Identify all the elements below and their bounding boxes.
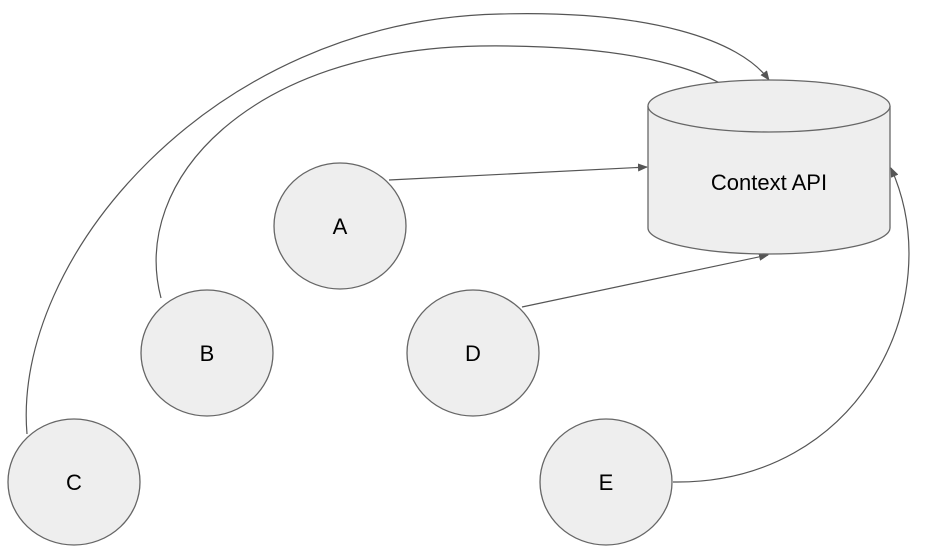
edge-c-to-context-api [25,13,770,435]
node-a-label: A [333,214,348,239]
node-e-circle [539,418,673,546]
node-c: C [7,418,141,546]
node-d-label: D [465,341,481,366]
node-c-circle [7,418,141,546]
node-a-circle [273,162,407,290]
node-d: D [406,289,540,417]
node-e: E [539,418,673,546]
node-b-label: B [200,341,215,366]
node-e-label: E [599,470,614,495]
node-c-label: C [66,470,82,495]
database-label: Context API [711,170,827,195]
edge-d-to-context-api [521,252,769,308]
context-api-database: Context API [647,79,891,255]
node-b-circle [140,289,274,417]
edge-e-to-context-api [672,167,910,483]
node-a: A [273,162,407,290]
node-d-circle [406,289,540,417]
database-top [647,79,891,133]
node-b: B [140,289,274,417]
database-body [647,106,891,255]
edge-a-to-context-api [388,163,648,181]
